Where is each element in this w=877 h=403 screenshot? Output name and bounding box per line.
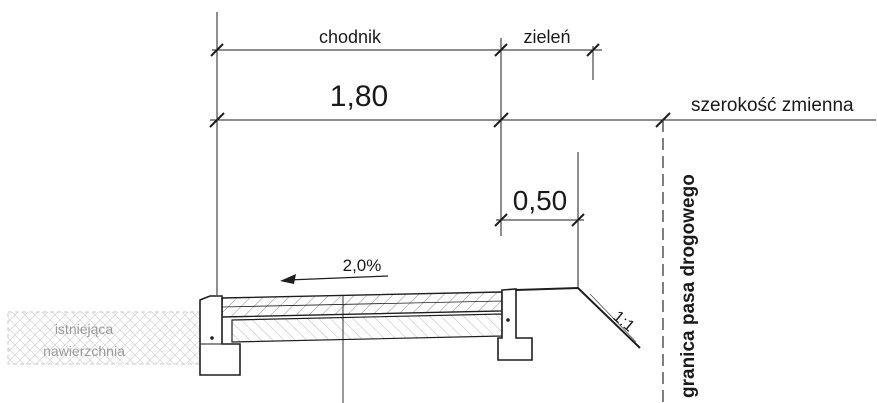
verge-surface xyxy=(515,286,641,349)
tick-mid-1 xyxy=(209,112,225,128)
tick-top-2 xyxy=(494,43,508,57)
embankment-hatch xyxy=(589,293,637,343)
label-width-green: 0,50 xyxy=(513,185,568,216)
tick-green-2 xyxy=(571,213,585,227)
label-variable-width: szerokość zmienna xyxy=(691,95,854,116)
tick-top-3 xyxy=(586,43,600,57)
label-zielen: zieleń xyxy=(523,27,570,47)
label-embankment-ratio: 1:1 xyxy=(609,308,637,335)
left-curb xyxy=(199,295,241,376)
right-curb xyxy=(497,288,533,361)
sidewalk-layer-divider xyxy=(221,300,503,308)
tick-mid-2 xyxy=(493,112,509,128)
label-slope: 2,0% xyxy=(343,256,382,275)
slope-arrow-line xyxy=(287,275,389,281)
tick-green-1 xyxy=(494,213,508,227)
right-curb-dowel xyxy=(506,318,510,322)
label-road-boundary: granica pasa drogowego xyxy=(678,174,699,398)
sidewalk-top-layer xyxy=(221,291,503,318)
sidewalk-base-layer xyxy=(231,313,503,343)
tick-top-1 xyxy=(210,43,224,57)
label-existing-surface-1: istniejąca xyxy=(55,321,114,337)
label-chodnik: chodnik xyxy=(319,27,382,47)
label-existing-surface-2: nawierzchnia xyxy=(43,343,125,359)
left-curb-dowel xyxy=(210,336,214,340)
label-width-sidewalk: 1,80 xyxy=(330,80,388,113)
existing-surface-area xyxy=(7,311,201,365)
slope-arrow-head xyxy=(280,274,296,284)
